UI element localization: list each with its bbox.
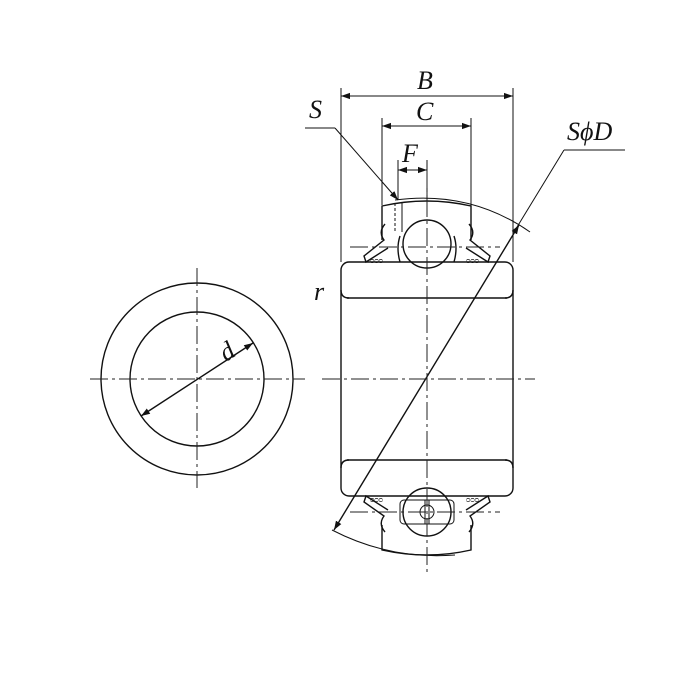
inner-ring-bottom-fillet — [340, 459, 514, 469]
seal-right-bottom — [465, 494, 491, 533]
label-d: d — [213, 335, 241, 367]
section-view: B C F S r SϕD — [305, 66, 625, 572]
label-s: S — [309, 95, 322, 124]
seal-right-top — [465, 223, 491, 264]
svg-text:ᴑᴑᴑ: ᴑᴑᴑ — [370, 256, 384, 265]
svg-text:ᴑᴑᴑ: ᴑᴑᴑ — [466, 256, 480, 265]
inner-ring-top-fillet — [340, 289, 514, 299]
outer-ring-top: ᴑᴑᴑ ᴑᴑᴑ — [350, 200, 500, 269]
outer-ring-bottom: ᴑᴑᴑ ᴑᴑᴑ — [350, 487, 500, 556]
svg-text:ᴑᴑᴑ: ᴑᴑᴑ — [370, 495, 384, 504]
sphere-arc-top — [394, 197, 531, 233]
seal-left-top — [363, 223, 389, 264]
label-sphid: SϕD — [567, 117, 612, 146]
bore-diameter-dimension — [140, 342, 254, 417]
label-f: F — [401, 139, 419, 168]
end-view: d — [90, 268, 305, 488]
label-c: C — [416, 97, 434, 126]
seal-left-bottom — [363, 494, 389, 533]
leader-s — [334, 127, 399, 201]
leader-sphid — [513, 149, 565, 233]
label-b: B — [417, 66, 433, 95]
svg-text:ᴑᴑᴑ: ᴑᴑᴑ — [466, 495, 480, 504]
label-r: r — [314, 277, 325, 306]
